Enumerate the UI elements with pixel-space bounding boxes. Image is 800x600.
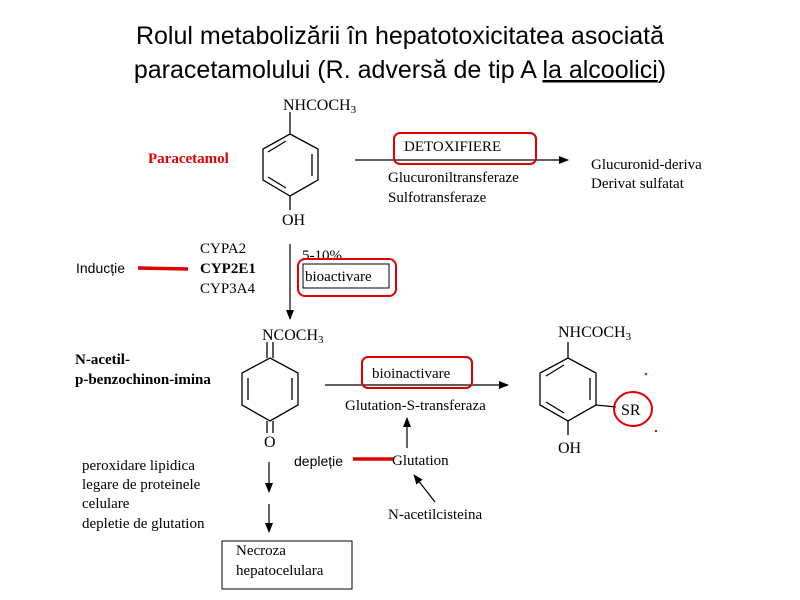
conjugate-top-group: NHCOCH3	[558, 324, 632, 343]
napqi-name-line2: p-benzochinon-imina	[75, 372, 211, 388]
paracetamol-structure	[262, 112, 319, 210]
napqi-top-group: NCOCH3	[262, 327, 324, 346]
bioinactivation-label: bioinactivare	[372, 366, 451, 382]
depletion-label: depleție	[294, 453, 343, 469]
effect-line-3: celulare	[82, 496, 130, 512]
detox-enzyme-2: Sulfotransferaze	[388, 190, 487, 206]
gst-label: Glutation-S-transferaza	[345, 398, 486, 414]
red-dot	[654, 429, 658, 433]
napqi-structure	[241, 342, 299, 433]
induction-red-line	[137, 266, 189, 271]
necrosis-line-1: Necroza	[236, 543, 286, 559]
bioactivation-highlight	[297, 258, 397, 297]
detox-label: DETOXIFIERE	[404, 139, 501, 155]
nac-label: N-acetilcisteina	[388, 507, 482, 523]
cyp-isoform-1: CYPA2	[200, 241, 246, 257]
effect-line-4: depletie de glutation	[82, 516, 205, 532]
sr-highlight	[613, 391, 653, 427]
paracetamol-label: Paracetamol	[148, 151, 229, 167]
bioactivation-percent: 5-10%	[302, 248, 342, 264]
cyp-isoform-3: CYP3A4	[200, 281, 256, 297]
cyp-isoform-2: CYP2E1	[200, 261, 256, 277]
necrosis-line-2: hepatocelulara	[236, 563, 324, 579]
conjugate-structure	[539, 342, 617, 435]
red-dot	[644, 372, 648, 376]
detox-product-1: Glucuronid-deriva	[591, 157, 702, 173]
napqi-name-line1: N-acetil-	[75, 352, 130, 368]
paracetamol-top-group: NHCOCH3	[283, 97, 357, 116]
conjugate-side-group: SR	[621, 402, 641, 419]
slide-title-line1: Rolul metabolizării în hepatotoxicitatea…	[136, 22, 664, 50]
effect-line-2: legare de proteinele	[82, 477, 201, 493]
paracetamol-bottom-group: OH	[282, 212, 306, 229]
detox-product-2: Derivat sulfatat	[591, 176, 685, 192]
bioinactivation-highlight	[361, 356, 473, 389]
detox-enzyme-1: Glucuroniltransferaze	[388, 170, 519, 186]
glutathione-label: Glutation	[392, 453, 449, 469]
napqi-bottom-group: O	[264, 434, 276, 451]
induction-label: Inducție	[76, 260, 125, 276]
detox-highlight	[393, 132, 537, 165]
conjugate-bottom-group: OH	[558, 440, 582, 457]
bioactivation-box	[302, 263, 390, 289]
effect-line-1: peroxidare lipidica	[82, 458, 195, 474]
nac-arrow	[413, 474, 436, 503]
bioactivation-label: bioactivare	[305, 269, 372, 285]
slide-title-line2: paracetamolului (R. adversă de tip A la …	[134, 56, 666, 84]
necrosis-box	[221, 540, 353, 590]
